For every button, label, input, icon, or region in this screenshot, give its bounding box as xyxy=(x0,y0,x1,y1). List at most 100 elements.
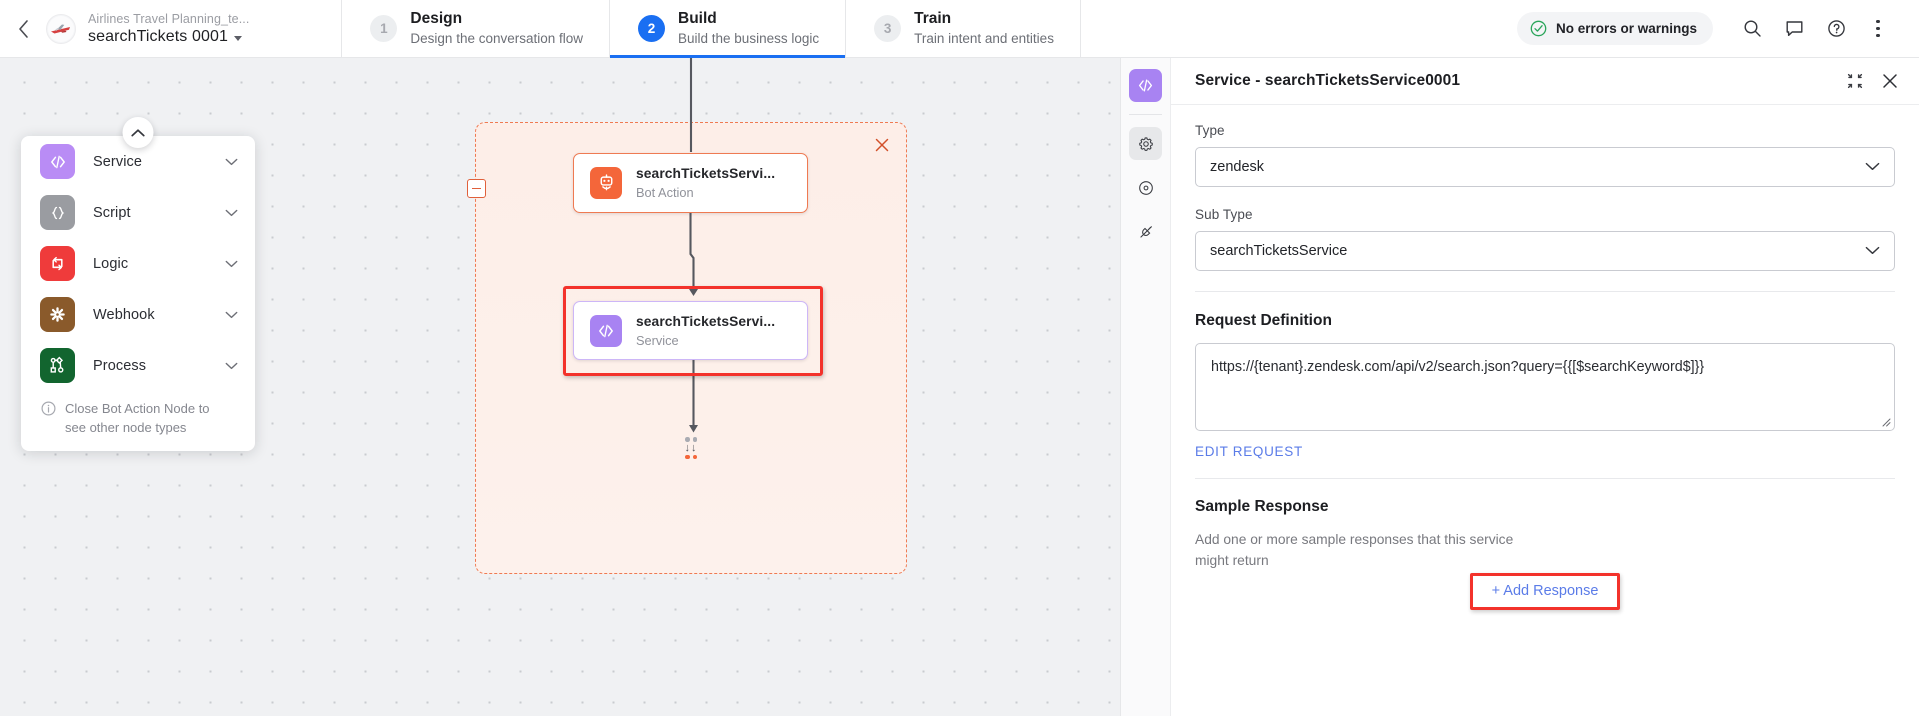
workspace-name: Airlines Travel Planning_te... xyxy=(88,11,250,26)
sample-response-help: Add one or more sample responses that th… xyxy=(1195,532,1514,568)
branch-loop-icon xyxy=(40,246,75,281)
add-node-handle-icon[interactable]: ↓↓ xyxy=(680,437,702,459)
curly-braces-icon xyxy=(40,195,75,230)
panel-icon-rail xyxy=(1121,58,1171,716)
code-brackets-icon xyxy=(599,324,613,337)
top-header: Airlines Travel Planning_te... searchTic… xyxy=(0,0,1919,58)
request-url-value: https://{tenant}.zendesk.com/api/v2/sear… xyxy=(1211,359,1705,375)
add-response-wrap: + Add Response xyxy=(1195,573,1895,610)
node-type-process[interactable]: Process xyxy=(21,340,255,391)
step-label: Design xyxy=(410,10,463,27)
edit-request-link[interactable]: EDIT REQUEST xyxy=(1195,444,1303,459)
search-button[interactable] xyxy=(1731,8,1773,50)
rail-button-connection[interactable] xyxy=(1129,215,1162,248)
check-circle-icon xyxy=(1530,20,1547,37)
subtype-select[interactable]: searchTicketsService xyxy=(1195,231,1895,271)
request-url-textarea[interactable]: https://{tenant}.zendesk.com/api/v2/sear… xyxy=(1195,343,1895,431)
process-nodes-icon xyxy=(40,348,75,383)
back-button[interactable] xyxy=(0,0,46,57)
panel-title: Service - searchTicketsService0001 xyxy=(1195,72,1461,89)
header-actions: No errors or warnings xyxy=(1516,0,1919,57)
brand-block[interactable]: Airlines Travel Planning_te... searchTic… xyxy=(46,0,267,57)
chevron-down-icon[interactable] xyxy=(225,204,238,222)
type-select[interactable]: zendesk xyxy=(1195,147,1895,187)
handle-arrows: ↓↓ xyxy=(684,441,698,454)
rail-button-service[interactable] xyxy=(1129,69,1162,102)
chevron-down-icon xyxy=(1865,243,1880,259)
step-description: Design the conversation flow xyxy=(410,31,584,46)
help-button[interactable] xyxy=(1815,8,1857,50)
chevron-down-icon xyxy=(1865,159,1880,175)
node-type-script[interactable]: Script xyxy=(21,187,255,238)
handle-dots-top xyxy=(685,437,697,442)
step-description: Build the business logic xyxy=(678,31,820,46)
type-select-value: zendesk xyxy=(1210,159,1265,175)
airplane-avatar xyxy=(48,15,74,42)
status-badge[interactable]: No errors or warnings xyxy=(1516,12,1713,45)
resize-grip-icon[interactable] xyxy=(1880,416,1891,427)
node-title: searchTicketsServi... xyxy=(636,166,776,181)
robot-icon xyxy=(600,173,612,190)
step-description: Train intent and entities xyxy=(914,31,1054,46)
panel-close-button[interactable] xyxy=(1881,72,1899,90)
close-icon xyxy=(875,138,889,152)
node-type-service[interactable]: Service xyxy=(21,136,255,187)
node-type-label: Service xyxy=(93,153,143,170)
section-divider xyxy=(1195,291,1895,292)
flyout-toggle-button[interactable] xyxy=(122,117,154,148)
sample-response-title: Sample Response xyxy=(1195,498,1329,515)
expand-collapse-button[interactable] xyxy=(1847,73,1863,89)
chevron-down-icon[interactable] xyxy=(225,306,238,324)
comment-icon xyxy=(1786,21,1802,36)
group-close-button[interactable] xyxy=(871,134,893,156)
chevron-down-icon[interactable] xyxy=(225,357,238,375)
caret-down-icon[interactable] xyxy=(233,35,242,41)
page-title[interactable]: searchTickets 0001 xyxy=(88,27,249,47)
step-number: 3 xyxy=(874,15,902,42)
code-brackets-icon xyxy=(40,144,75,179)
kebab-menu-icon xyxy=(1876,19,1880,38)
node-type-logic[interactable]: Logic xyxy=(21,238,255,289)
add-response-label: + Add Response xyxy=(1491,583,1599,599)
panel-content: Type zendesk Sub Type searchTicketsServi… xyxy=(1171,105,1919,716)
step-build[interactable]: 2 Build Build the business logic xyxy=(609,0,846,58)
status-label: No errors or warnings xyxy=(1555,21,1697,36)
step-train[interactable]: 3 Train Train intent and entities xyxy=(845,0,1081,57)
webhook-icon xyxy=(40,297,75,332)
comment-button[interactable] xyxy=(1773,8,1815,50)
node-type-label: Logic xyxy=(93,255,129,272)
target-circle-icon xyxy=(1138,180,1153,195)
page-title-text: searchTickets 0001 xyxy=(88,27,228,45)
node-types-flyout: Service Script xyxy=(21,117,255,451)
node-subtitle: Bot Action xyxy=(636,185,694,200)
chevron-up-icon xyxy=(131,128,145,136)
rail-button-settings[interactable] xyxy=(1129,127,1162,160)
node-bot-action[interactable]: searchTicketsServi... Bot Action xyxy=(573,153,808,213)
handle-dots-bottom xyxy=(685,454,697,459)
node-title: searchTicketsServi... xyxy=(636,313,776,329)
close-icon xyxy=(1883,74,1897,88)
chevron-down-icon[interactable] xyxy=(225,255,238,273)
group-collapse-button[interactable] xyxy=(466,179,486,198)
rail-divider xyxy=(1129,114,1162,115)
chevron-down-icon[interactable] xyxy=(225,153,238,171)
more-menu-button[interactable] xyxy=(1857,8,1899,50)
info-circle-icon xyxy=(41,401,56,416)
node-subtitle: Service xyxy=(636,332,679,348)
minus-icon xyxy=(471,187,481,190)
flyout-note-text: Close Bot Action Node to see other node … xyxy=(65,401,210,435)
search-icon xyxy=(1743,20,1761,37)
node-type-webhook[interactable]: Webhook xyxy=(21,289,255,340)
subtype-select-value: searchTicketsService xyxy=(1210,243,1348,259)
request-definition-title: Request Definition xyxy=(1195,312,1332,329)
gear-icon xyxy=(1138,136,1153,151)
rail-button-target[interactable] xyxy=(1129,171,1162,204)
node-type-label: Webhook xyxy=(93,306,155,323)
node-service[interactable]: searchTicketsServi... Service xyxy=(573,301,808,360)
step-design[interactable]: 1 Design Design the conversation flow xyxy=(341,0,609,57)
chevron-left-icon xyxy=(18,19,28,38)
plug-off-icon xyxy=(1139,225,1152,238)
add-response-button[interactable]: + Add Response xyxy=(1469,573,1621,610)
node-type-label: Process xyxy=(93,357,147,374)
